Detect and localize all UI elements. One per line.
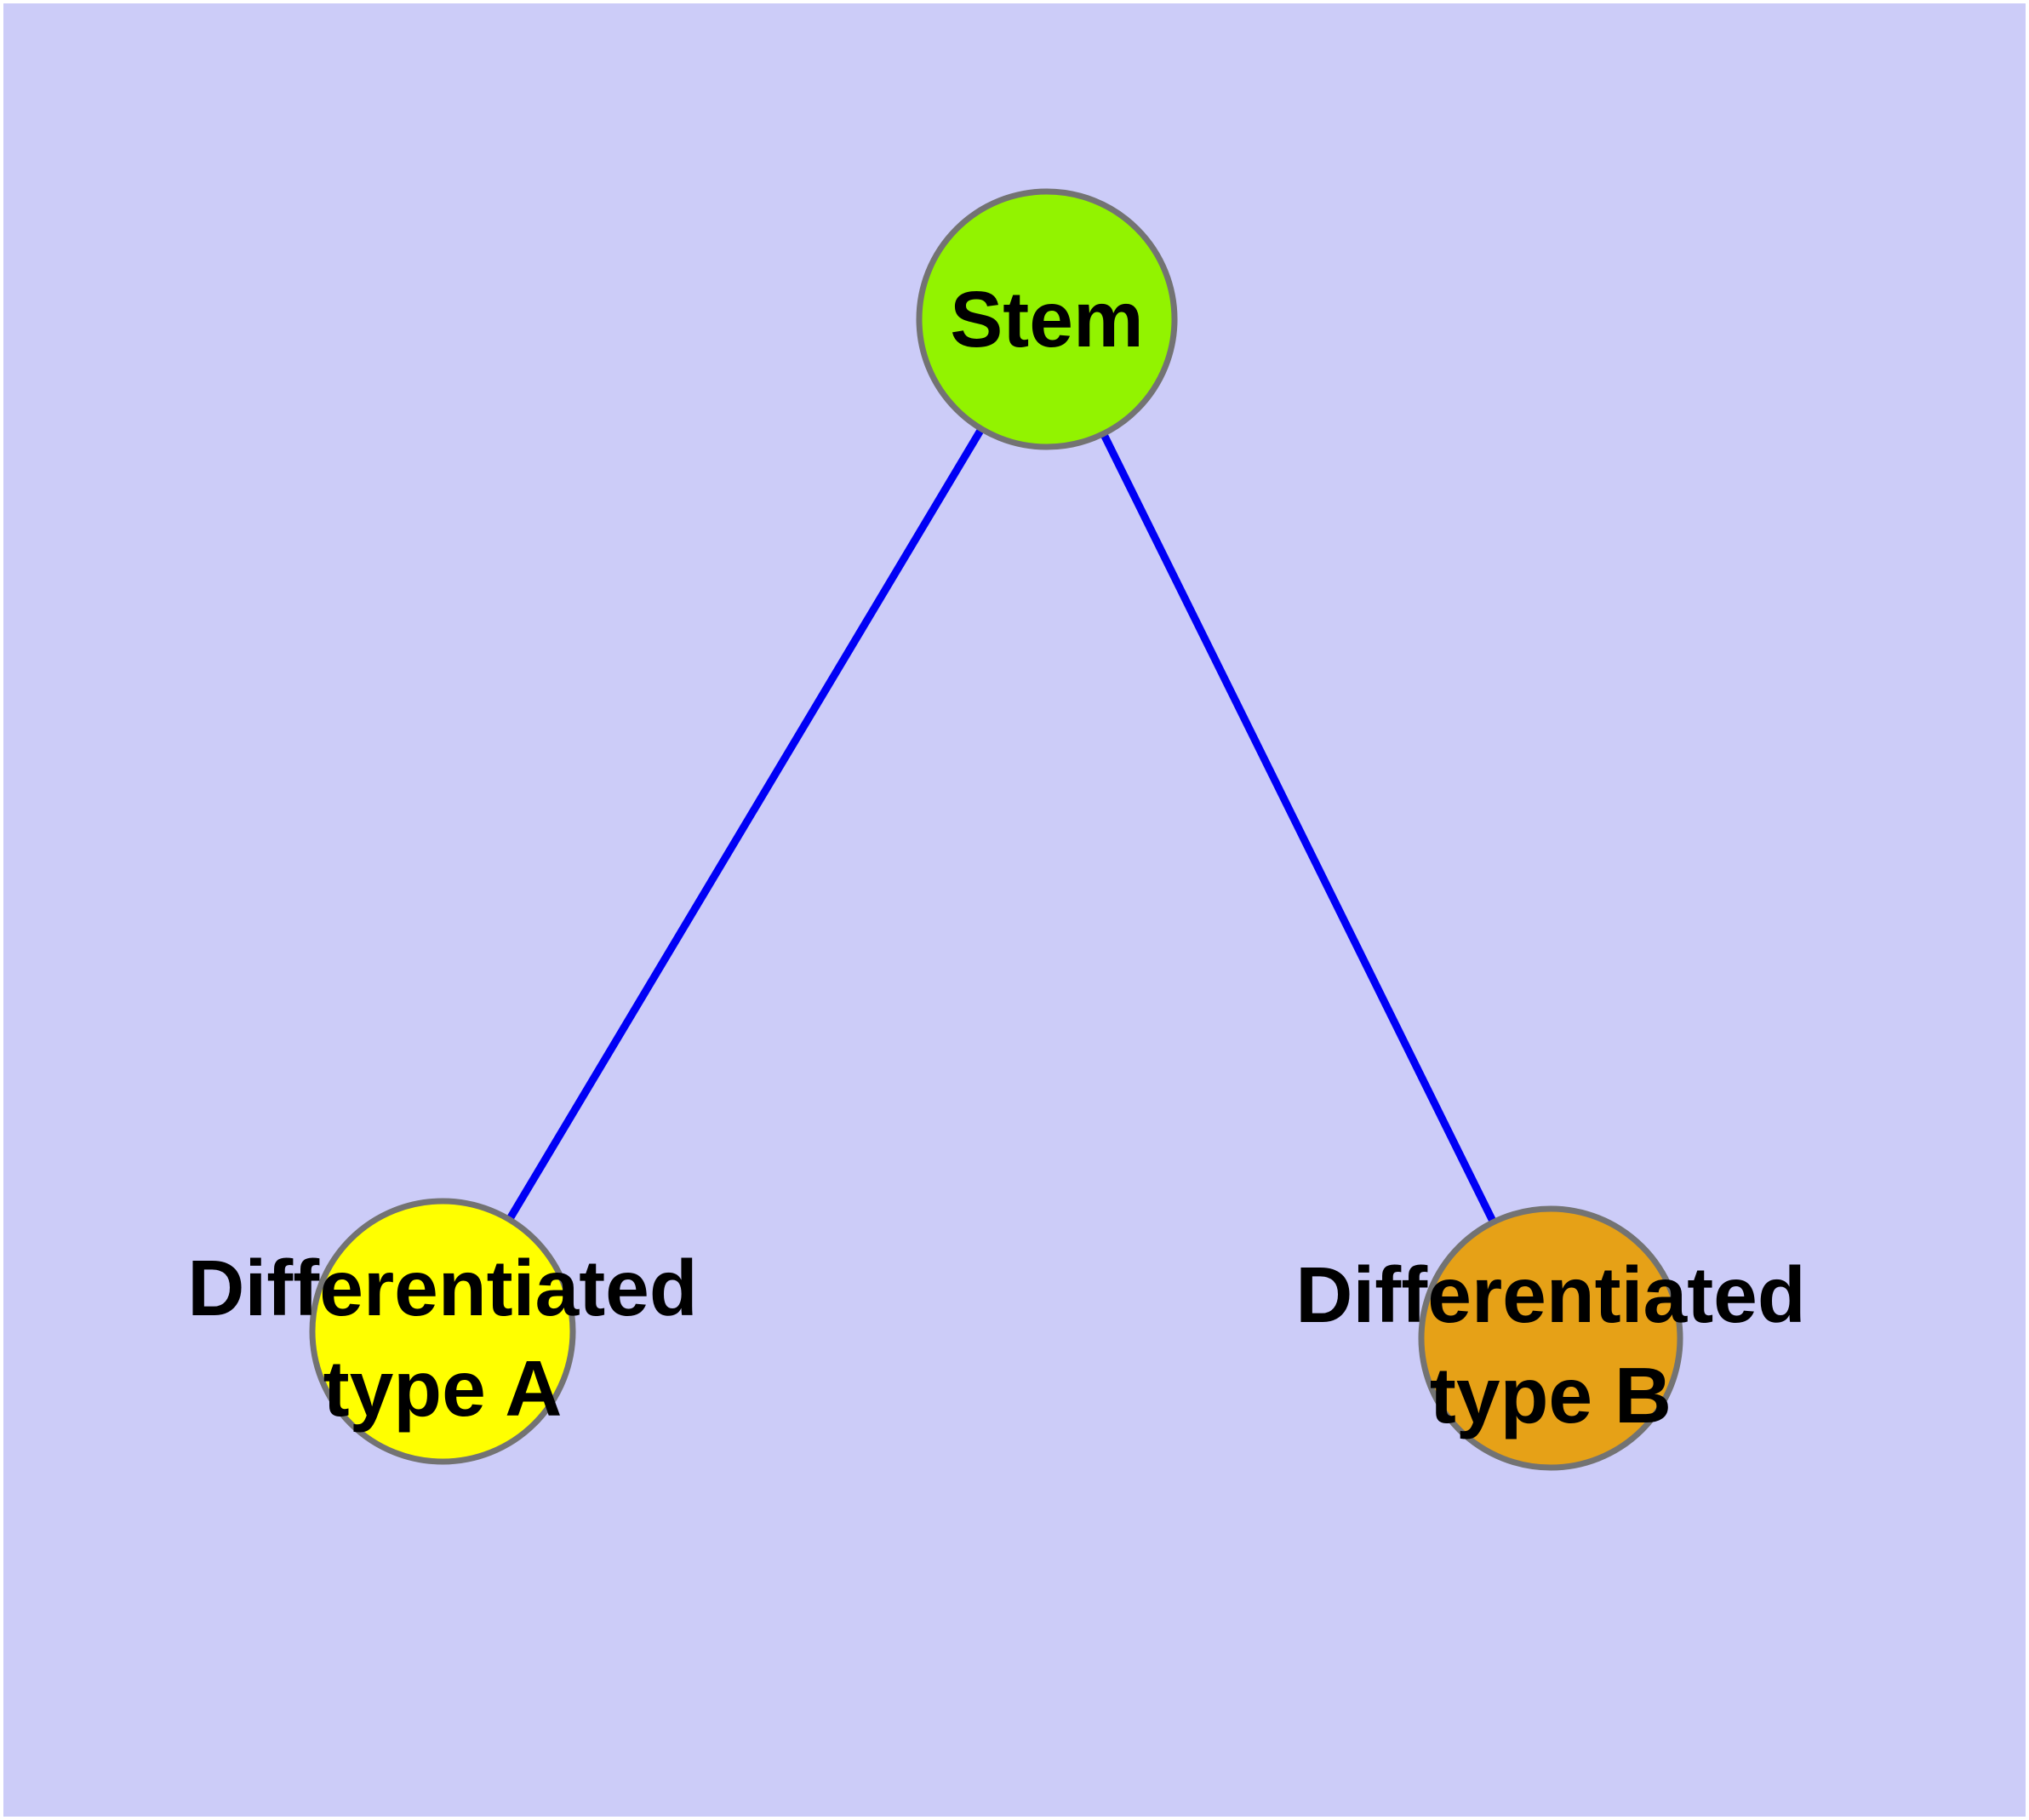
node-stem-circle (916, 188, 1178, 450)
node-type-a-label-line2: type A (323, 1344, 563, 1433)
node-stem-label: Stem (950, 275, 1143, 363)
node-type-a-label-line1: Differentiated (187, 1244, 697, 1332)
edge-stem-to-type-b (1043, 318, 1555, 1340)
node-type-b-label-line2: type B (1430, 1351, 1672, 1439)
node-type-b-circle (1418, 1205, 1683, 1471)
edge-stem-to-type-a (439, 317, 1050, 1334)
node-type-b-label-line1: Differentiated (1295, 1251, 1805, 1339)
node-type-a-circle (309, 1198, 576, 1465)
